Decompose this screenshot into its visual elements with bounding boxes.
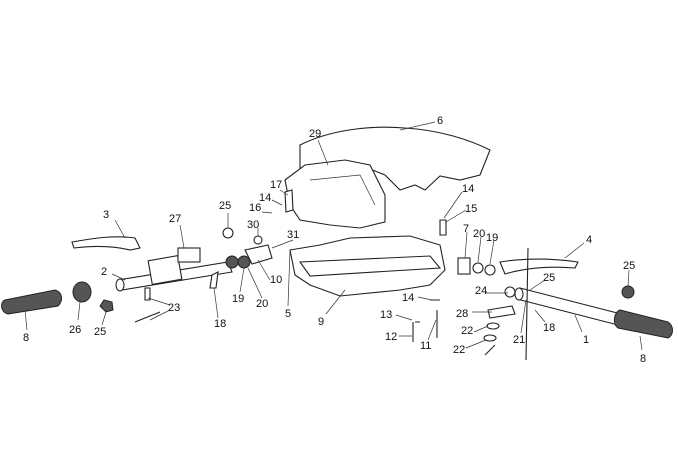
callout-25: 25 (219, 200, 231, 212)
callout-11: 11 (420, 340, 431, 352)
callout-14: 14 (462, 183, 474, 195)
callout-14: 14 (259, 192, 271, 204)
callout-28: 28 (456, 308, 468, 320)
callout-30: 30 (247, 219, 259, 231)
callout-23: 23 (168, 302, 180, 314)
callout-22: 22 (461, 325, 473, 337)
callout-25: 25 (623, 260, 635, 272)
callout-25: 25 (94, 326, 106, 338)
callout-10: 10 (270, 274, 282, 286)
callout-18: 18 (543, 322, 555, 334)
callout-19: 19 (232, 293, 244, 305)
callout-22: 22 (453, 344, 465, 356)
callout-29: 29 (309, 128, 321, 140)
right-handlebar (516, 287, 626, 327)
callout-26: 26 (69, 324, 81, 336)
left-lever (71, 236, 141, 251)
left-grip (1, 289, 63, 315)
callout-21: 21 (513, 334, 525, 346)
callout-31: 31 (287, 229, 299, 241)
callout-13: 13 (380, 309, 392, 321)
upper-cover (299, 126, 491, 191)
callout-2: 2 (101, 266, 107, 278)
callout-3: 3 (103, 209, 109, 221)
callout-8: 8 (640, 353, 646, 365)
callout-20: 20 (256, 298, 268, 310)
callout-5: 5 (285, 308, 291, 320)
callout-16: 16 (249, 202, 261, 214)
callout-18: 18 (214, 318, 226, 330)
front-panel (284, 159, 386, 229)
callout-1: 1 (583, 334, 589, 346)
callout-19: 19 (486, 232, 498, 244)
callout-8: 8 (23, 332, 29, 344)
callout-6: 6 (437, 115, 443, 127)
callout-7: 7 (463, 223, 469, 235)
right-lever (499, 258, 579, 275)
callout-4: 4 (586, 234, 592, 246)
callout-24: 24 (475, 285, 487, 297)
callout-17: 17 (270, 179, 282, 191)
right-grip (613, 309, 673, 339)
callout-12: 12 (385, 331, 397, 343)
callout-20: 20 (473, 228, 485, 240)
callout-27: 27 (169, 213, 181, 225)
callout-25: 25 (543, 272, 555, 284)
callout-9: 9 (318, 316, 324, 328)
callout-14: 14 (402, 292, 414, 304)
callout-15: 15 (465, 203, 477, 215)
